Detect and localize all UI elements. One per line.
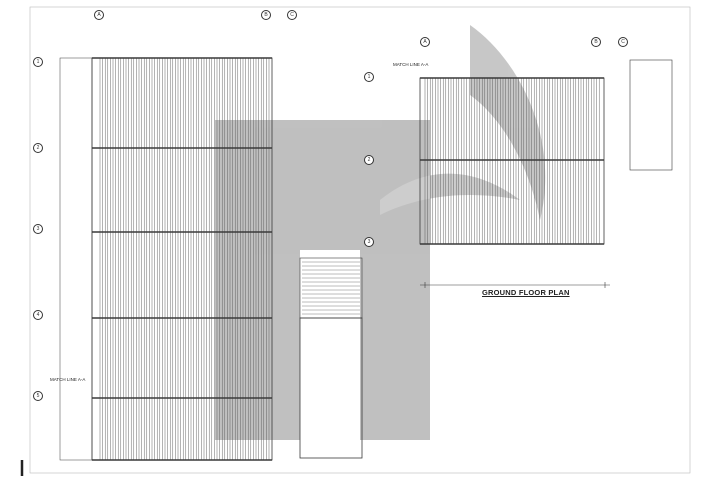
- grid-bubble-col: C: [287, 10, 297, 20]
- joist: [136, 57, 140, 461]
- plan-outlines: [59, 57, 673, 461]
- joist: [182, 57, 187, 461]
- stair-outline: [299, 257, 363, 319]
- grid-bubble-col: A: [420, 37, 430, 47]
- match-line-label-left: MATCH LINE A-A: [50, 377, 86, 382]
- grid-bubble-col: B: [261, 10, 271, 20]
- grid-bubble-row: 3: [364, 237, 374, 247]
- joist: [476, 77, 480, 245]
- joist: [471, 77, 475, 245]
- grid-bubble-row: 3: [33, 224, 43, 234]
- joist: [429, 77, 434, 245]
- joist: [585, 77, 590, 245]
- joist: [156, 57, 161, 461]
- joist: [125, 57, 129, 461]
- grid-bubble-col: B: [591, 37, 601, 47]
- drawing-title: GROUND FLOOR PLAN: [482, 288, 570, 297]
- joist: [172, 57, 176, 461]
- match-line-label-right: MATCH LINE A-A: [393, 62, 429, 67]
- grid-bubble-row: 4: [33, 310, 43, 320]
- joist: [461, 77, 465, 245]
- grid-bubble-row: 5: [33, 391, 43, 401]
- joist: [570, 77, 574, 245]
- joist: [110, 57, 114, 461]
- joist: [580, 77, 584, 245]
- grid-bubble-row: 1: [364, 72, 374, 82]
- joist: [596, 77, 600, 245]
- joist: [549, 77, 553, 245]
- joist: [575, 77, 579, 245]
- joist: [591, 77, 595, 245]
- grid-bubble-row: 2: [364, 155, 374, 165]
- joist: [146, 57, 150, 461]
- joist: [193, 57, 197, 461]
- joist: [115, 57, 119, 461]
- grid-bubble-row: 2: [33, 143, 43, 153]
- joist: [440, 77, 444, 245]
- joist: [203, 57, 207, 461]
- annex-outline: [299, 317, 363, 459]
- joist: [188, 57, 192, 461]
- joist: [198, 57, 202, 461]
- joist: [554, 77, 558, 245]
- joist: [162, 57, 166, 461]
- joist: [141, 57, 145, 461]
- right-plan-outline: [419, 77, 605, 245]
- joist: [177, 57, 181, 461]
- joist: [466, 77, 470, 245]
- joist: [151, 57, 155, 461]
- right-detail-outline: [629, 59, 673, 171]
- joist: [104, 57, 109, 461]
- joist: [455, 77, 460, 245]
- joist: [99, 57, 103, 461]
- grid-bubble-row: 1: [33, 57, 43, 67]
- joist: [167, 57, 171, 461]
- joist: [208, 57, 213, 461]
- grid-bubble-col: A: [94, 10, 104, 20]
- joist: [445, 77, 449, 245]
- joist: [130, 57, 135, 461]
- grid-bubble-col: C: [618, 37, 628, 47]
- joist: [435, 77, 439, 245]
- joist: [565, 77, 569, 245]
- joist: [450, 77, 454, 245]
- sheet-frame: [29, 6, 691, 474]
- joist: [559, 77, 564, 245]
- left-strip-outline: [59, 57, 93, 461]
- joist: [544, 77, 548, 245]
- joist: [120, 57, 124, 461]
